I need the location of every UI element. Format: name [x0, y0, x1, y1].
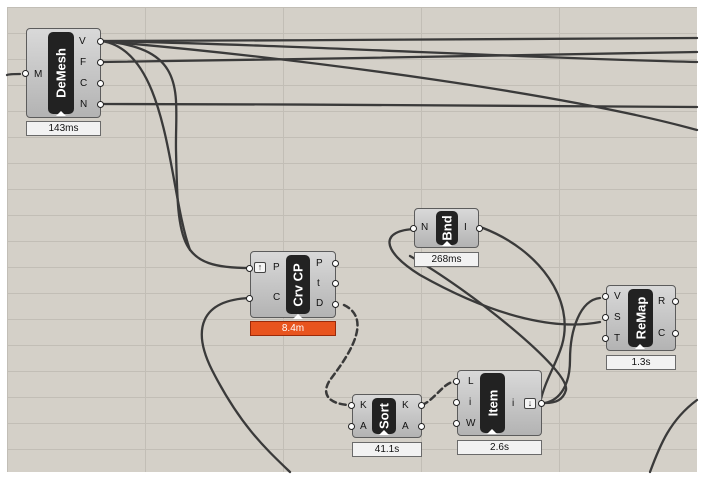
component-name: Item: [485, 389, 500, 417]
component-demesh[interactable]: DeMesh M V F C N 143ms: [22, 28, 104, 136]
input-grip[interactable]: [410, 225, 417, 232]
arrow-up-icon[interactable]: ↑: [254, 262, 266, 273]
output-param-label: K: [402, 400, 409, 411]
input-grip[interactable]: [602, 293, 609, 300]
output-param-label: R: [658, 296, 666, 307]
output-param-label: i: [512, 398, 515, 409]
component-title: Bnd: [436, 211, 458, 245]
output-grip[interactable]: [97, 59, 104, 66]
input-grip[interactable]: [602, 314, 609, 321]
input-grip[interactable]: [348, 423, 355, 430]
component-name: ReMap: [633, 296, 648, 340]
input-param-label: P: [273, 262, 280, 273]
component-remap[interactable]: ReMap V S T R C 1.3s: [602, 285, 679, 371]
runtime-badge: 41.1s: [352, 442, 422, 457]
runtime-warning-badge: 8.4m: [250, 321, 336, 336]
input-param-label: K: [360, 400, 367, 411]
output-param-label: P: [316, 258, 323, 269]
runtime-badge: 268ms: [414, 252, 479, 267]
output-grip[interactable]: [418, 402, 425, 409]
component-sort[interactable]: Sort K A K A 41.1s: [348, 394, 425, 458]
input-param-label: T: [614, 333, 621, 344]
output-param-label: t: [317, 278, 320, 289]
component-item[interactable]: Item L i W i ↓ 2.6s: [453, 370, 545, 456]
input-param-label: i: [469, 397, 472, 408]
component-crvcp[interactable]: Crv CP ↑ P C P t D 8.4m: [246, 251, 339, 337]
arrow-down-icon[interactable]: ↓: [524, 398, 536, 409]
runtime-badge: 2.6s: [457, 440, 542, 455]
input-grip[interactable]: [453, 399, 460, 406]
input-grip[interactable]: [246, 265, 253, 272]
input-grip[interactable]: [348, 402, 355, 409]
component-title: Sort: [372, 398, 396, 434]
output-grip[interactable]: [97, 38, 104, 45]
output-grip[interactable]: [672, 330, 679, 337]
output-param-label: F: [80, 57, 87, 68]
component-title: ReMap: [628, 289, 653, 347]
component-name: DeMesh: [53, 48, 69, 98]
input-param-label: W: [466, 418, 476, 429]
input-param-label: M: [34, 69, 43, 80]
output-grip[interactable]: [332, 260, 339, 267]
input-param-label: N: [421, 222, 429, 233]
output-grip[interactable]: [97, 101, 104, 108]
runtime-badge: 1.3s: [606, 355, 676, 370]
runtime-badge: 143ms: [26, 121, 101, 136]
component-name: Sort: [376, 403, 392, 429]
output-grip[interactable]: [672, 298, 679, 305]
input-grip[interactable]: [602, 335, 609, 342]
component-name: Bnd: [439, 215, 455, 241]
component-title: Item: [480, 373, 505, 433]
input-param-label: S: [614, 312, 621, 323]
input-param-label: C: [273, 292, 281, 303]
output-grip[interactable]: [97, 80, 104, 87]
component-bnd[interactable]: Bnd N I 268ms: [410, 208, 483, 268]
output-grip[interactable]: [332, 280, 339, 287]
output-param-label: I: [464, 222, 467, 233]
component-name: Crv CP: [290, 262, 306, 307]
input-grip[interactable]: [246, 295, 253, 302]
input-param-label: A: [360, 421, 367, 432]
input-param-label: L: [468, 376, 474, 387]
output-param-label: A: [402, 421, 409, 432]
output-param-label: C: [80, 78, 88, 89]
component-title: Crv CP: [286, 255, 310, 314]
input-grip[interactable]: [453, 378, 460, 385]
input-grip[interactable]: [22, 70, 29, 77]
component-title: DeMesh: [48, 32, 74, 114]
output-grip[interactable]: [418, 423, 425, 430]
input-grip[interactable]: [453, 420, 460, 427]
output-param-label: V: [79, 36, 86, 47]
output-param-label: N: [80, 99, 88, 110]
output-grip[interactable]: [538, 400, 545, 407]
output-param-label: C: [658, 328, 666, 339]
output-param-label: D: [316, 298, 324, 309]
input-param-label: V: [614, 291, 621, 302]
output-grip[interactable]: [332, 301, 339, 308]
output-grip[interactable]: [476, 225, 483, 232]
